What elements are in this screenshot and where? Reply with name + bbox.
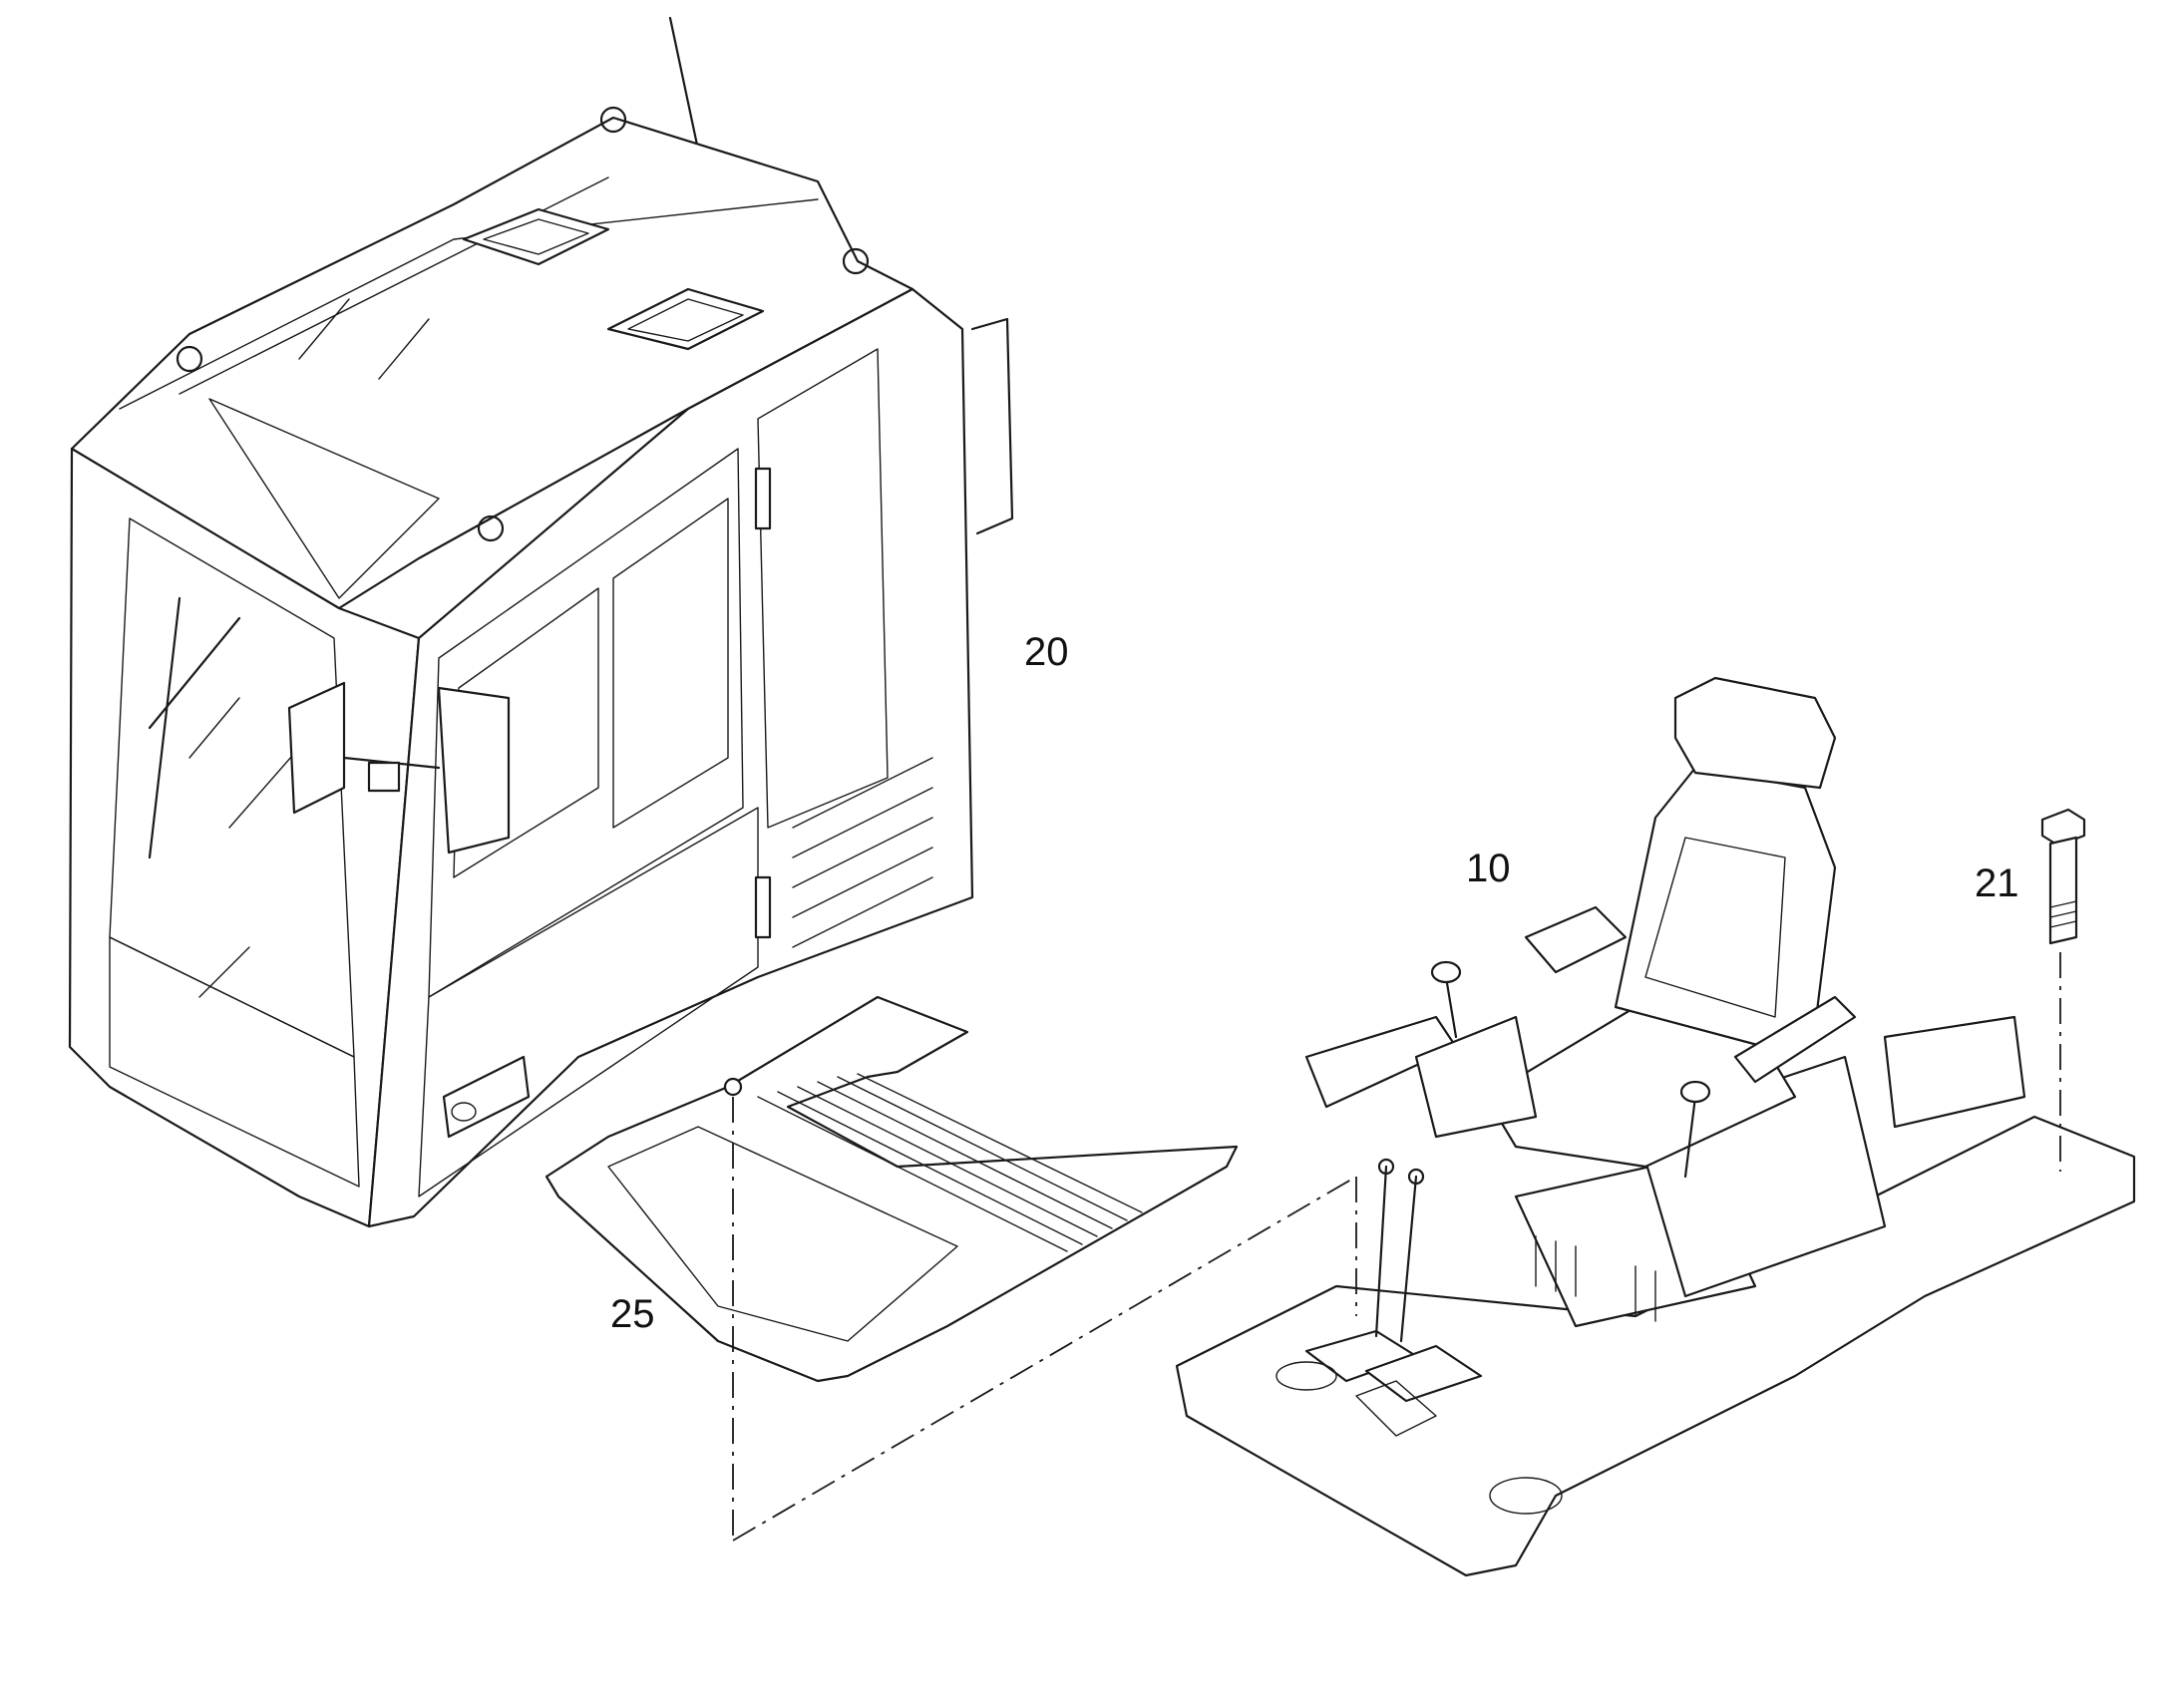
seat-headrest bbox=[1673, 676, 1837, 790]
callout-seat: 10 bbox=[1466, 847, 1511, 890]
cab-side-body bbox=[367, 287, 974, 1228]
pedal-base bbox=[1355, 1380, 1437, 1437]
left-console bbox=[1414, 1015, 1538, 1139]
door-window-frame bbox=[428, 448, 744, 998]
roof-hatch-rear bbox=[606, 287, 765, 351]
right-joystick bbox=[1683, 1095, 1697, 1179]
seat-base-fins bbox=[1535, 1235, 1656, 1322]
cab-handrail bbox=[970, 317, 1014, 535]
roof-hatch-front bbox=[462, 207, 610, 266]
callout-cab: 20 bbox=[1024, 630, 1069, 674]
callout-floor-mat: 25 bbox=[610, 1292, 655, 1336]
lifting-eye-4 bbox=[477, 514, 505, 542]
bolt-shank bbox=[2048, 836, 2078, 945]
bolt-thread bbox=[2049, 900, 2077, 928]
mirror-left bbox=[287, 681, 346, 815]
floor-mat-center-recess bbox=[607, 1126, 958, 1342]
door-hinge-upper bbox=[754, 467, 772, 530]
wiper-blade bbox=[148, 596, 182, 859]
bolt-part bbox=[2040, 808, 2086, 945]
lifting-eye-3 bbox=[176, 345, 203, 373]
lifting-eye-2 bbox=[842, 247, 870, 275]
assembly-centerlines bbox=[732, 952, 2061, 1541]
door-lower-panel bbox=[418, 807, 759, 1197]
right-pedal bbox=[1364, 1344, 1483, 1403]
rear-side-window bbox=[757, 348, 889, 829]
cab-front-frame bbox=[68, 447, 421, 1228]
door-glass-rear bbox=[612, 498, 729, 829]
floor-mat-ribs bbox=[757, 1073, 1143, 1252]
seat-assembly bbox=[1175, 676, 2136, 1577]
travel-lever-left bbox=[1374, 1165, 1388, 1338]
right-armrest bbox=[1733, 995, 1857, 1084]
plate-access-cover-1 bbox=[1275, 1361, 1337, 1391]
door-handle bbox=[442, 1055, 531, 1139]
travel-lever-right bbox=[1399, 1175, 1418, 1343]
antenna bbox=[668, 16, 700, 152]
rear-grille bbox=[792, 757, 933, 948]
plate-access-cover-2 bbox=[1489, 1477, 1563, 1515]
left-armrest bbox=[1524, 905, 1628, 974]
floor-mat-assembly bbox=[545, 995, 1239, 1383]
left-joystick bbox=[1444, 975, 1458, 1039]
lifting-eye-1 bbox=[599, 106, 627, 134]
sun-visor bbox=[208, 398, 440, 599]
mirror-right bbox=[437, 686, 511, 854]
wiper-arm bbox=[148, 616, 241, 730]
cab-assembly bbox=[68, 16, 1014, 1228]
seat-backrest bbox=[1614, 766, 1837, 1049]
callout-bolt: 21 bbox=[1975, 861, 2019, 905]
door-hinge-lower bbox=[754, 875, 772, 939]
bolt-head bbox=[2040, 808, 2086, 848]
lower-front-glass bbox=[109, 936, 360, 1188]
diagonal-centerline bbox=[732, 1176, 1357, 1541]
floor-mat-fastener bbox=[723, 1077, 743, 1097]
rear-bracket bbox=[1883, 1015, 2026, 1129]
